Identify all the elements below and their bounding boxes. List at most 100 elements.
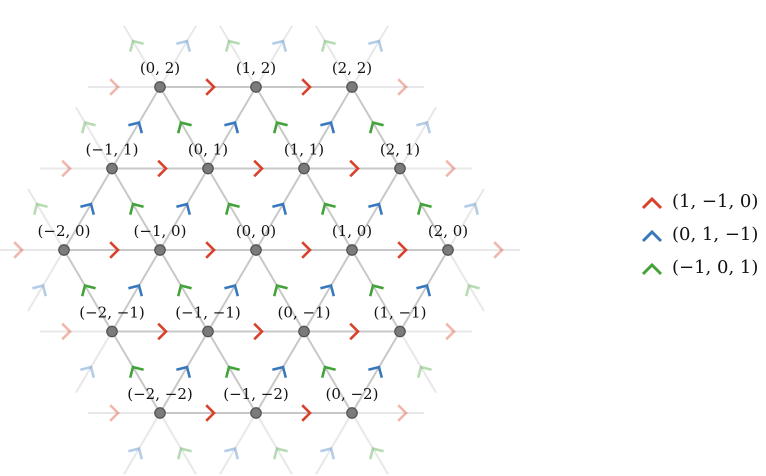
- node-label: (1, 0): [332, 222, 372, 240]
- lattice-node: [106, 162, 118, 175]
- lattice-edge: [111, 330, 161, 414]
- faint-edge: [315, 412, 353, 475]
- lattice-node: [106, 325, 118, 338]
- lattice-node: [298, 325, 310, 338]
- direction-arrows: [80, 78, 432, 422]
- lattice-edge: [159, 249, 209, 333]
- faint-direction-arrow: [397, 78, 408, 96]
- faint-direction-arrow: [445, 322, 456, 341]
- lattice-edge: [351, 330, 401, 414]
- faint-edge: [123, 412, 161, 475]
- faint-edge: [447, 249, 485, 312]
- faint-direction-arrow: [128, 39, 144, 53]
- faint-direction-arrow: [109, 404, 120, 422]
- direction-arrow: [368, 121, 384, 134]
- lattice-node: [58, 244, 70, 256]
- lattice-node: [298, 162, 310, 175]
- faint-direction-arrow: [32, 202, 48, 216]
- faint-direction-arrow: [128, 447, 144, 460]
- faint-direction-arrow: [272, 39, 288, 53]
- direction-arrow: [80, 202, 96, 216]
- node-label: (0, −2): [326, 385, 379, 403]
- faint-direction-arrow: [320, 39, 336, 53]
- direction-arrow: [176, 202, 192, 216]
- faint-edge: [447, 188, 485, 251]
- faint-direction-arrow: [224, 39, 240, 53]
- lattice-node: [346, 407, 358, 419]
- lattice-node: [250, 81, 262, 93]
- faint-direction-arrow: [176, 447, 192, 460]
- faint-edge: [399, 106, 437, 170]
- direction-arrow: [272, 365, 288, 379]
- faint-direction-arrow: [224, 447, 240, 460]
- faint-direction-arrow: [176, 39, 192, 53]
- lattice-edge: [159, 330, 209, 414]
- lattice-edge: [207, 86, 257, 170]
- faint-edge: [219, 412, 257, 475]
- direction-arrow: [272, 121, 288, 134]
- faint-edge: [399, 330, 437, 394]
- lattice-node: [442, 244, 454, 256]
- direction-arrow: [109, 241, 120, 259]
- direction-arrow: [368, 284, 384, 297]
- lattice-edge: [111, 86, 161, 170]
- node-label: (0, 2): [140, 59, 180, 77]
- lattice-edge: [207, 249, 257, 333]
- direction-arrow: [224, 202, 240, 216]
- lattice-edge: [351, 86, 401, 170]
- legend-label-blue: (0, 1, −1): [672, 224, 758, 245]
- faint-direction-arrow: [13, 241, 24, 259]
- red-chevron-icon: [641, 196, 663, 210]
- faint-direction-arrow: [464, 284, 480, 297]
- blue-chevron-icon: [641, 229, 663, 243]
- lattice-edge: [303, 167, 353, 251]
- faint-direction-arrow: [272, 447, 288, 460]
- direction-arrow: [368, 365, 384, 379]
- coordinate-labels: (0, 2)(1, 2)(2, 2)(−1, 1)(0, 1)(1, 1)(2,…: [38, 59, 469, 403]
- direction-arrow: [368, 202, 384, 216]
- direction-arrow: [205, 404, 216, 422]
- lattice-edge: [159, 167, 209, 251]
- direction-arrow: [128, 121, 144, 134]
- direction-arrow: [301, 78, 312, 96]
- direction-arrow: [176, 121, 192, 134]
- direction-arrow: [320, 121, 336, 134]
- faint-boundary-layer: [0, 25, 520, 475]
- direction-arrow: [416, 284, 432, 297]
- lattice-edge: [111, 249, 161, 333]
- faint-direction-arrow: [32, 284, 48, 297]
- direction-arrow: [253, 159, 264, 178]
- legend-item-red: (1, −1, 0): [641, 191, 758, 212]
- direction-arrow: [205, 241, 216, 259]
- lattice-edge: [255, 86, 305, 170]
- faint-direction-arrow: [61, 159, 72, 178]
- direction-arrow: [416, 202, 432, 216]
- faint-direction-arrow: [445, 159, 456, 178]
- lattice-edge: [255, 249, 305, 333]
- lattice-node: [250, 407, 262, 419]
- lattice-edge: [399, 167, 449, 251]
- lattice-edges: [63, 86, 449, 414]
- lattice-node: [394, 325, 406, 338]
- node-label: (−1, 0): [134, 222, 187, 240]
- faint-direction-arrow: [109, 78, 120, 96]
- direction-arrow: [224, 365, 240, 379]
- direction-arrow: [397, 241, 408, 259]
- lattice-node: [346, 244, 358, 256]
- lattice-edge: [207, 167, 257, 251]
- direction-arrow: [205, 78, 216, 96]
- faint-direction-arrow: [397, 404, 408, 422]
- lattice-node: [250, 244, 262, 256]
- faint-edge: [75, 106, 113, 170]
- legend-item-green: (−1, 0, 1): [641, 257, 758, 278]
- faint-edge: [351, 25, 389, 88]
- direction-arrow: [301, 404, 312, 422]
- faint-direction-arrow: [464, 202, 480, 216]
- lattice-edge: [303, 330, 353, 414]
- faint-direction-arrow: [61, 322, 72, 341]
- node-label: (−1, −2): [223, 385, 288, 403]
- lattice-edge: [63, 249, 113, 333]
- faint-edge: [27, 249, 65, 312]
- direction-arrow: [157, 159, 168, 178]
- faint-edge: [159, 25, 197, 88]
